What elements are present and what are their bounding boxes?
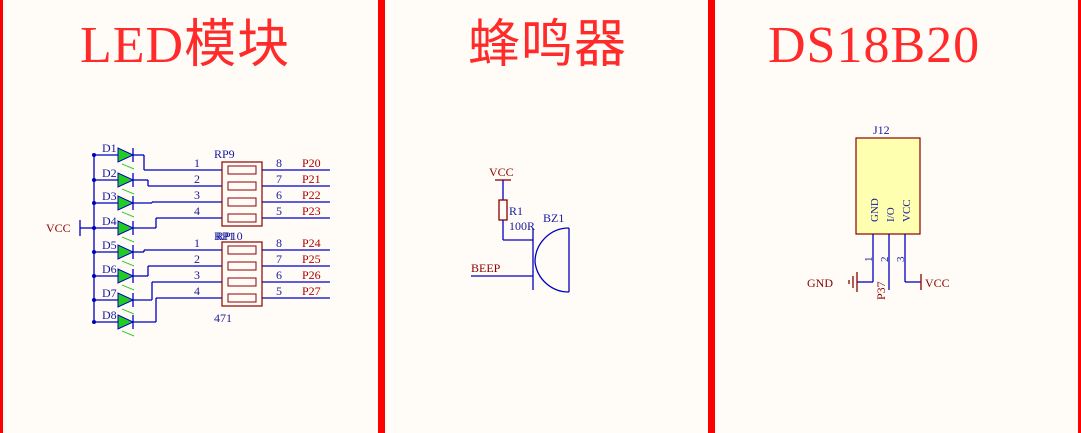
resistor-element xyxy=(227,213,257,223)
led-diode-label: D7 xyxy=(102,286,117,300)
resistor-element xyxy=(227,245,257,255)
resnet-net-label: P23 xyxy=(302,204,321,218)
pin-label-vcc: VCC xyxy=(901,199,913,222)
resnet-pin-right: 5 xyxy=(276,284,282,298)
resistor-element xyxy=(227,197,257,207)
led-diode-label: D5 xyxy=(102,238,117,252)
resnet-net-label: P20 xyxy=(302,156,321,170)
led-light-mark xyxy=(121,211,135,218)
resistor-network-body xyxy=(221,161,263,227)
buzzer-vcc-label: VCC xyxy=(489,165,514,179)
resistor-element xyxy=(227,165,257,175)
led-light-mark xyxy=(121,284,135,291)
resnet-pin-right: 8 xyxy=(276,156,282,170)
resnet-pin-left: 3 xyxy=(194,268,200,282)
buzzer-schematic: VCC R1 100R BZ1 BEEP xyxy=(471,165,570,293)
junction-dot xyxy=(92,178,96,182)
resnet-pin-right: 6 xyxy=(276,188,282,202)
rp-value-label: 471 xyxy=(214,311,232,325)
led-light-mark xyxy=(121,236,135,243)
led-light-mark xyxy=(121,308,135,315)
led-diode-label: D8 xyxy=(102,308,117,322)
resnet-net-label: P21 xyxy=(302,172,321,186)
rp1-label: RP1 xyxy=(214,229,235,243)
resnet-pin-left: 1 xyxy=(194,156,200,170)
resnet-pin-right: 7 xyxy=(276,252,282,266)
resistor-element xyxy=(227,293,257,303)
led-diode-label: D4 xyxy=(102,214,117,228)
led-light-mark xyxy=(121,188,135,195)
junction-dot xyxy=(92,298,96,302)
resistor-element xyxy=(227,181,257,191)
led-diode-icon xyxy=(117,268,135,284)
bz1-label: BZ1 xyxy=(543,211,564,225)
led-diode-icon xyxy=(117,147,135,163)
led-diode-label: D1 xyxy=(102,141,117,155)
ds18b20-schematic: J12 GND I/O VCC 1 2 3 GND VCC P37 xyxy=(807,123,950,300)
junction-dot xyxy=(92,201,96,205)
resnet-pin-left: 2 xyxy=(194,172,200,186)
resistor-element xyxy=(227,261,257,271)
resnet-net-label: P27 xyxy=(302,284,321,298)
resnet-net-label: P26 xyxy=(302,268,321,282)
j12-label: J12 xyxy=(873,123,890,137)
pin-label-io: I/O xyxy=(885,207,897,222)
led-diode-icon xyxy=(117,220,135,236)
resnet-net-label: P22 xyxy=(302,188,321,202)
resnet-pin-right: 5 xyxy=(276,204,282,218)
left-border xyxy=(0,0,3,433)
vcc-net-label: VCC xyxy=(925,276,950,290)
right-border xyxy=(1078,0,1081,433)
j12-connector-body xyxy=(855,137,921,235)
resnet-pin-right: 7 xyxy=(276,172,282,186)
led-light-mark xyxy=(121,330,135,337)
resistor-element xyxy=(227,277,257,287)
panel-divider-2 xyxy=(708,0,715,433)
resnet-pin-left: 2 xyxy=(194,252,200,266)
led-diode-icon xyxy=(117,292,135,308)
led-panel-title: LED模块 xyxy=(80,17,291,74)
resnet-pin-left: 4 xyxy=(194,204,200,218)
junction-dot xyxy=(92,274,96,278)
resnet-pin-left: 3 xyxy=(194,188,200,202)
led-vcc-label: VCC xyxy=(46,221,71,235)
led-diode-icon xyxy=(117,195,135,211)
resnet-pin-left: 4 xyxy=(194,284,200,298)
pin-number-1: 1 xyxy=(863,257,875,263)
pin-number-2: 2 xyxy=(879,257,891,263)
r1-value: 100R xyxy=(509,219,535,233)
led-light-mark xyxy=(121,163,135,170)
r1-label: R1 xyxy=(509,204,523,218)
buzzer-panel-title: 蜂鸣器 xyxy=(468,17,628,74)
resnet-pin-right: 8 xyxy=(276,236,282,250)
led-diode-icon xyxy=(117,172,135,188)
rp10-label: RP10 xyxy=(216,229,243,243)
junction-dot xyxy=(92,226,96,230)
resnet-net-label: P24 xyxy=(302,236,321,250)
ds18b20-panel-title: DS18B20 xyxy=(768,17,981,74)
led-diode-icon xyxy=(117,314,135,330)
led-light-mark xyxy=(121,260,135,267)
junction-dot xyxy=(92,250,96,254)
pin-number-3: 3 xyxy=(895,256,907,262)
led-diode-icon xyxy=(117,244,135,260)
gnd-net-label: GND xyxy=(807,276,833,290)
resnet-pin-right: 6 xyxy=(276,268,282,282)
panel-divider-1 xyxy=(378,0,385,433)
pin-label-gnd: GND xyxy=(869,198,881,222)
junction-dot xyxy=(92,153,96,157)
led-diode-label: D6 xyxy=(102,262,117,276)
p37-net-label: P37 xyxy=(874,281,888,300)
resistor-network-body xyxy=(221,241,263,307)
resnet-net-label: P25 xyxy=(302,252,321,266)
beep-net-label: BEEP xyxy=(471,261,501,275)
junction-dot xyxy=(92,320,96,324)
rp9-label: RP9 xyxy=(214,147,235,161)
led-diode-label: D2 xyxy=(102,166,117,180)
led-diode-label: D3 xyxy=(102,189,117,203)
resnet-pin-left: 1 xyxy=(194,236,200,250)
